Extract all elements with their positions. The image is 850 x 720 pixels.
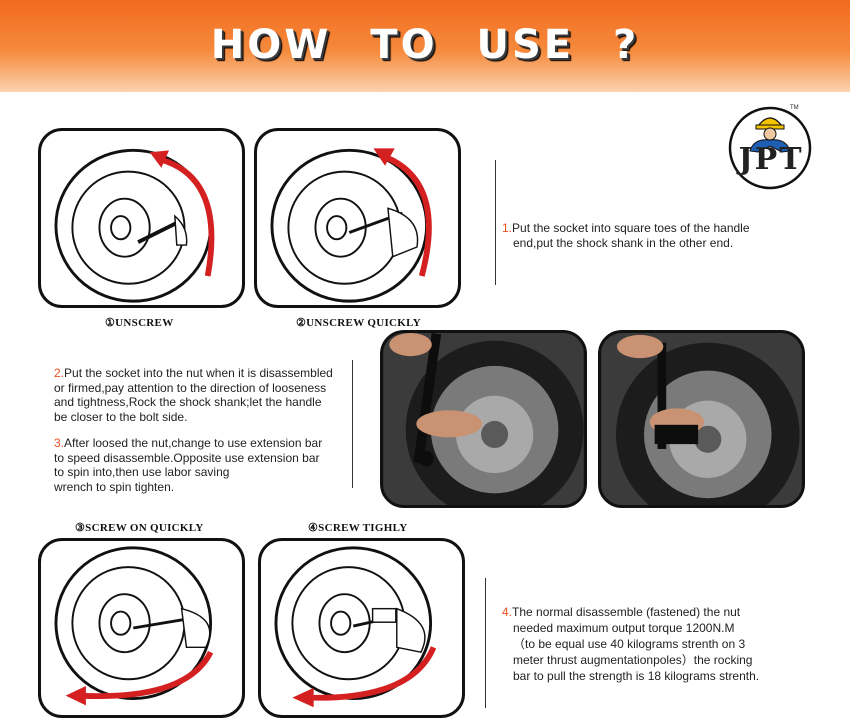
step-1-number: 1. — [502, 221, 513, 235]
page-title: HOW TO USE ? — [210, 22, 640, 68]
step-2-text: 2.Put the socket into the nut when it is… — [54, 366, 333, 424]
step-3-line-4: wrench to spin tighten. — [54, 479, 175, 494]
step-3-line-2: to speed disassemble.Opposite use extens… — [54, 450, 320, 465]
step-1-line-1: Put the socket into square toes of the h… — [512, 221, 750, 235]
panel-screw-tighly — [258, 538, 465, 718]
caption-unscrew: ①UNSCREW — [105, 317, 174, 329]
step-4-line-4: meter thrust augmentationpoles）the rocki… — [513, 653, 753, 667]
step-3-line-1: After loosed the nut,change to use exten… — [64, 436, 323, 450]
panel-screw-on-quickly — [38, 538, 245, 718]
divider-steps-2-3 — [352, 360, 353, 488]
step-4-line-2: needed maximum output torque 1200N.M — [513, 621, 735, 635]
photo-disassemble — [380, 330, 587, 508]
step-4-line-1: The normal disassemble (fastened) the nu… — [512, 605, 741, 619]
divider-step-4 — [485, 578, 486, 708]
step-2-line-3: and tightness,Rock the shock shank;let t… — [54, 395, 322, 409]
panel-unscrew — [38, 128, 245, 308]
logo-text: JPT — [738, 142, 804, 177]
step-2-number: 2. — [54, 366, 65, 380]
photo-extension-bar — [598, 330, 805, 508]
step-1-text: 1.Put the socket into square toes of the… — [502, 221, 750, 251]
caption-screw-on-quickly: ③SCREW ON QUICKLY — [75, 522, 204, 534]
step-1-line-2: end,put the shock shank in the other end… — [513, 236, 734, 250]
jpt-logo — [728, 106, 812, 190]
logo-trademark: TM — [790, 105, 799, 111]
step-4-line-5: bar to pull the strength is 18 kilograms… — [513, 669, 760, 683]
step-3-text: 3.After loosed the nut,change to use ext… — [54, 436, 322, 494]
step-4-number: 4. — [502, 605, 513, 619]
header-banner: HOW TO USE ? — [0, 0, 850, 92]
step-2-line-2: or firmed,pay attention to the direction… — [54, 380, 327, 395]
caption-unscrew-quickly: ②UNSCREW QUICKLY — [296, 317, 421, 329]
step-3-number: 3. — [54, 436, 65, 450]
step-2-line-1: Put the socket into the nut when it is d… — [64, 366, 333, 380]
step-4-line-3: （to be equal use 40 kilograms strenth on… — [513, 637, 746, 651]
step-3-line-3: to spin into,then use labor saving — [54, 465, 230, 479]
step-2-line-4: be closer to the bolt side. — [54, 409, 188, 424]
step-4-text: 4.The normal disassemble (fastened) the … — [502, 604, 759, 684]
caption-screw-tighly: ④SCREW TIGHLY — [308, 522, 408, 534]
panel-unscrew-quickly — [254, 128, 461, 308]
divider-step-1 — [495, 160, 496, 285]
